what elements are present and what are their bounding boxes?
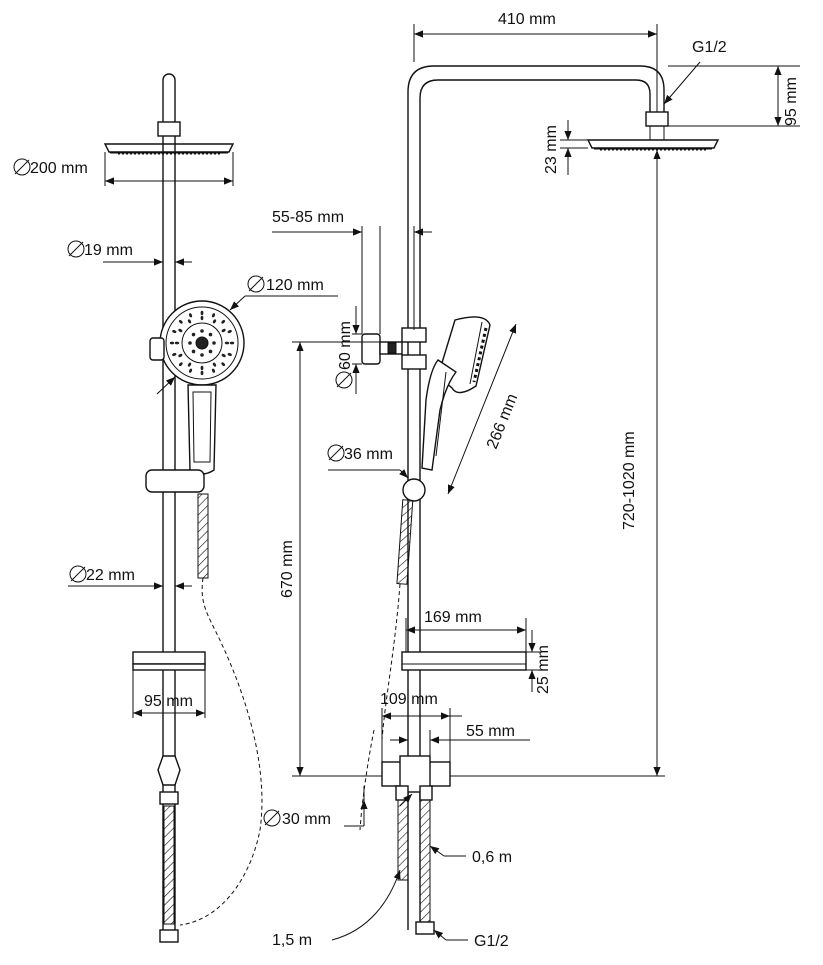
- nozzle-dot: [188, 341, 192, 345]
- hand-shower-front: [159, 300, 245, 475]
- nozzle-dot: [227, 329, 232, 334]
- diameter-symbols: [13, 158, 353, 827]
- label-25: 25 mm: [535, 645, 552, 694]
- nozzle-dot: [174, 341, 180, 345]
- nozzle-dot: [200, 365, 204, 371]
- nozzle-dot: [200, 310, 204, 316]
- label-95-top: 95 mm: [783, 77, 800, 126]
- nozzle-dot: [211, 368, 216, 373]
- hose-front-short: [197, 493, 209, 579]
- nozzle-dot: [208, 349, 213, 354]
- nozzle-dot: [178, 353, 183, 358]
- label-169: 169 mm: [424, 609, 482, 626]
- nozzle-dot: [229, 341, 235, 345]
- nozzle-dot: [200, 329, 204, 333]
- label-dia-60: 60 mm: [337, 321, 354, 370]
- label-dia-30: 30 mm: [282, 811, 331, 828]
- dimension-labels: 410 mm G1/2 95 mm 23 mm 200 mm 55-85 mm …: [30, 11, 800, 950]
- nozzle-dot: [200, 315, 204, 321]
- label-23: 23 mm: [543, 125, 560, 174]
- nozzle-dot: [187, 362, 192, 367]
- nozzle-dot: [221, 328, 226, 333]
- label-410: 410 mm: [498, 11, 556, 28]
- nozzle-dot: [188, 368, 193, 373]
- mixer-side: [381, 755, 451, 801]
- nozzle-dot: [187, 319, 192, 324]
- label-55-85: 55-85 mm: [272, 209, 344, 226]
- label-g12-bottom: G1/2: [474, 933, 509, 950]
- label-dia-120: 120 mm: [266, 277, 324, 294]
- label-dia-200: 200 mm: [30, 160, 88, 177]
- wall-bracket: [361, 327, 427, 370]
- label-dia-36: 36 mm: [344, 446, 393, 463]
- nozzle-dot: [227, 352, 232, 357]
- label-15m: 1,5 m: [272, 932, 312, 949]
- front-dimensions: [68, 152, 338, 718]
- side-dimensions: [272, 24, 800, 941]
- nozzle-dot: [178, 328, 183, 333]
- nozzle-dot: [178, 319, 183, 324]
- nozzle-dot: [212, 319, 217, 324]
- nozzle-dot: [172, 352, 177, 357]
- label-266: 266 mm: [484, 392, 521, 452]
- label-06m: 0,6 m: [472, 849, 512, 866]
- nozzle-dot: [178, 362, 183, 367]
- hose-front-bottom: [163, 805, 175, 925]
- label-95-shelf: 95 mm: [144, 693, 193, 710]
- nozzle-dot: [212, 362, 217, 367]
- nozzle-dot: [224, 341, 230, 345]
- side-view: [359, 65, 720, 935]
- nozzle-dot: [212, 341, 216, 345]
- nozzle-dot: [208, 332, 213, 337]
- nozzle-dot: [169, 341, 175, 345]
- nozzle-dot: [191, 332, 196, 337]
- nozzle-dot: [221, 362, 226, 367]
- nozzle-dot: [221, 353, 226, 358]
- front-view: [103, 73, 263, 943]
- nozzle-dot: [200, 353, 204, 357]
- hand-shower-side: [421, 316, 491, 471]
- label-720-1020: 720-1020 mm: [621, 431, 638, 530]
- label-670: 670 mm: [279, 540, 296, 598]
- nozzle-dot: [211, 313, 216, 318]
- label-g12-top: G1/2: [692, 39, 727, 56]
- nozzle-dot: [191, 349, 196, 354]
- label-dia-22: 22 mm: [86, 567, 135, 584]
- label-109: 109 mm: [380, 691, 438, 708]
- label-55: 55 mm: [466, 723, 515, 740]
- nozzle-dot: [172, 329, 177, 334]
- nozzle-dot: [200, 370, 204, 376]
- label-dia-19: 19 mm: [84, 242, 133, 259]
- nozzle-dot: [188, 313, 193, 318]
- nozzle-dot: [221, 319, 226, 324]
